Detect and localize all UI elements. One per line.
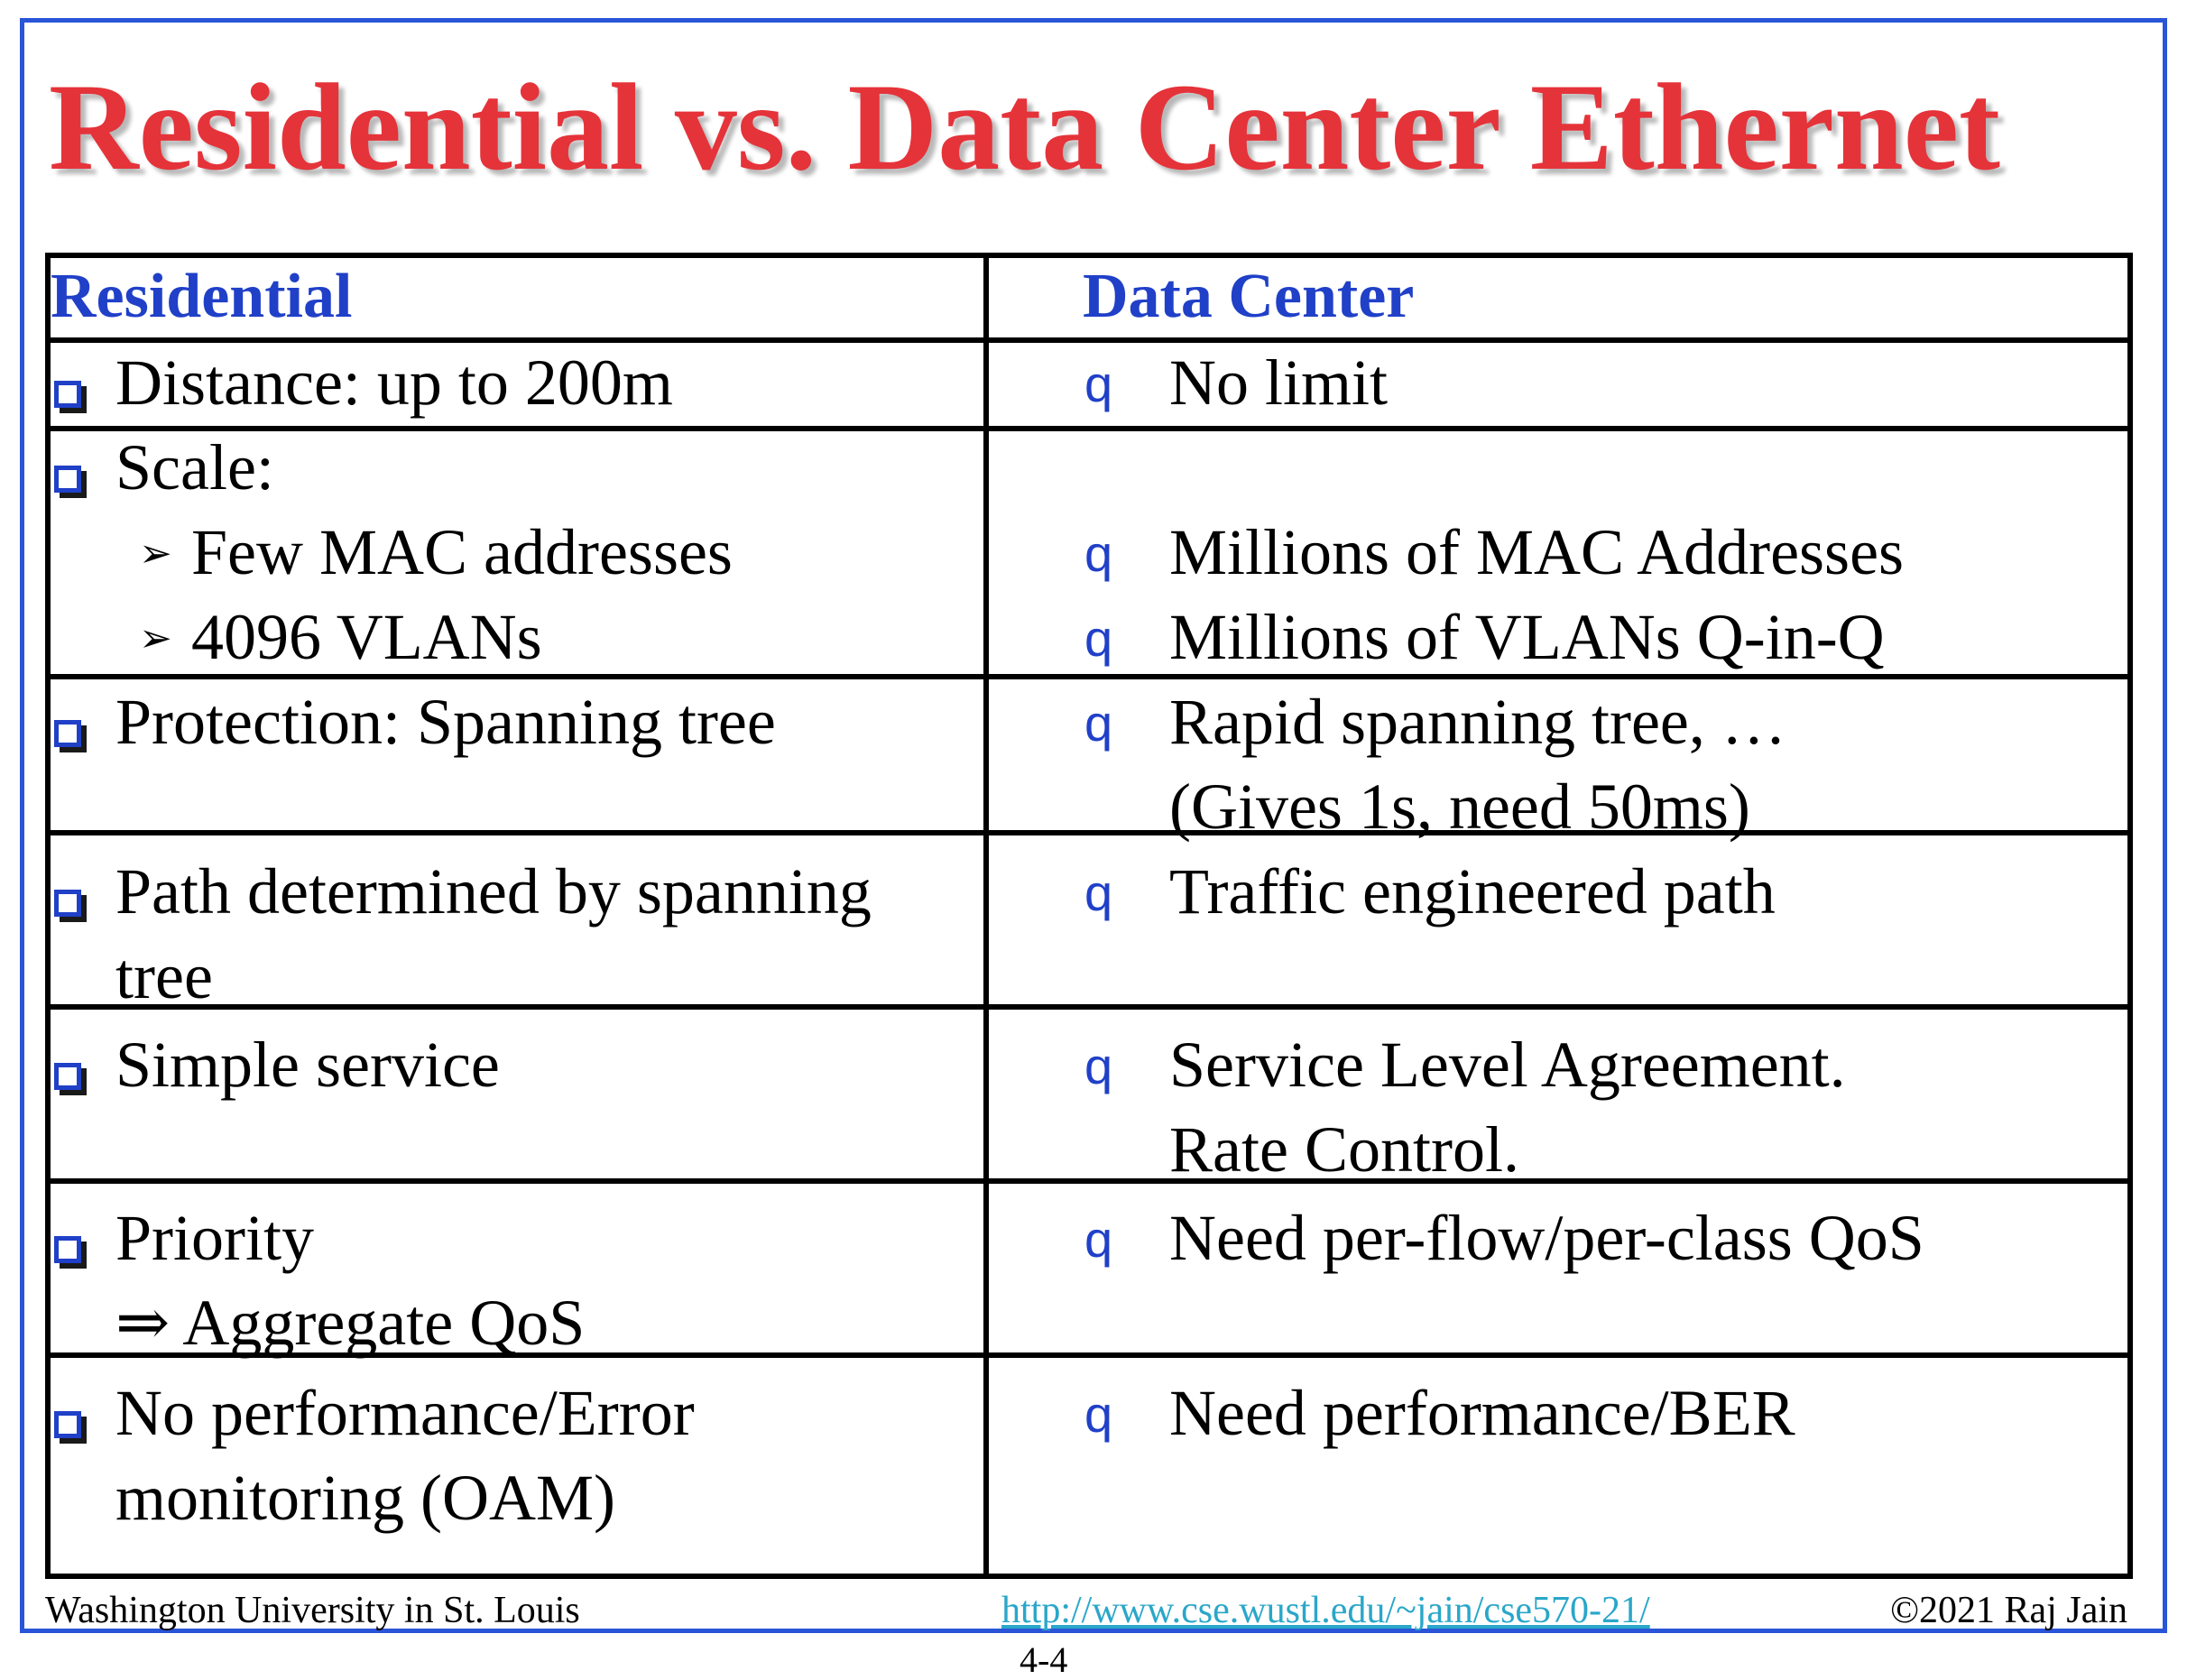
column-header-residential: Residential [51,262,353,331]
footer-copyright: ©2021 Raj Jain [1890,1590,2127,1631]
datacenter-service: Service Level Agreement. [1169,1029,1846,1101]
table-divider [45,830,2133,835]
q-bullet-icon: q [1084,355,1113,412]
residential-monitoring-cont: monitoring (OAM) [115,1462,615,1534]
table-divider [45,337,2133,343]
square-bullet-icon [54,381,81,408]
datacenter-monitoring: Need performance/BER [1169,1377,1795,1449]
slide-frame [20,18,2167,1633]
datacenter-protection: Rapid spanning tree, … [1169,686,1786,758]
table-divider [45,674,2133,679]
square-bullet-icon [54,890,81,917]
table-border-right [2127,253,2133,1579]
q-bullet-icon: q [1084,525,1113,582]
table-divider [45,426,2133,431]
residential-path: Path determined by spanning [115,855,872,928]
table-column-divider [983,253,989,1579]
square-bullet-icon [54,1063,81,1090]
residential-path-cont: tree [115,940,213,1012]
arrow-bullet-icon: ➢ [139,531,172,577]
q-bullet-icon: q [1084,1211,1113,1268]
residential-scale-vlans: 4096 VLANs [191,601,542,673]
q-bullet-icon: q [1084,695,1113,752]
table-divider [45,1004,2133,1010]
arrow-bullet-icon: ➢ [139,615,172,661]
residential-priority: Priority [115,1202,315,1274]
datacenter-distance: No limit [1169,346,1389,419]
residential-distance: Distance: up to 200m [115,346,673,419]
q-bullet-icon: q [1084,864,1113,921]
residential-scale-mac: Few MAC addresses [191,516,733,588]
datacenter-scale-mac: Millions of MAC Addresses [1169,516,1905,588]
residential-monitoring: No performance/Error [115,1377,695,1449]
column-header-data-center: Data Center [1083,262,1415,331]
datacenter-path: Traffic engineered path [1169,855,1776,928]
residential-scale: Scale: [115,431,274,503]
datacenter-priority: Need per-flow/per-class QoS [1169,1202,1924,1274]
square-bullet-icon [54,720,81,747]
q-bullet-icon: q [1084,610,1113,667]
table-border-top [45,253,2133,258]
square-bullet-icon [54,1411,81,1438]
square-bullet-icon [54,1236,81,1263]
residential-protection: Protection: Spanning tree [115,686,776,758]
table-border-left [45,253,51,1579]
footer-institution: Washington University in St. Louis [45,1590,580,1631]
residential-priority-qos: ⇒ Aggregate QoS [115,1287,586,1359]
footer-course-link[interactable]: http://www.cse.wustl.edu/~jain/cse570-21… [1001,1590,1650,1631]
datacenter-protection-note: (Gives 1s, need 50ms) [1169,771,1750,843]
datacenter-scale-vlans: Millions of VLANs Q-in-Q [1169,601,1885,673]
page-number: 4-4 [1020,1639,1068,1680]
slide-title: Residential vs. Data Center Ethernet [49,58,2000,196]
square-bullet-icon [54,466,81,493]
comparison-table: Residential Data Center Distance: up to … [45,253,2133,1579]
table-divider [45,1178,2133,1184]
datacenter-service-cont: Rate Control. [1169,1113,1519,1186]
table-divider [45,1352,2133,1358]
table-border-bottom [45,1574,2133,1579]
residential-service: Simple service [115,1029,500,1101]
q-bullet-icon: q [1084,1386,1113,1443]
q-bullet-icon: q [1084,1038,1113,1094]
